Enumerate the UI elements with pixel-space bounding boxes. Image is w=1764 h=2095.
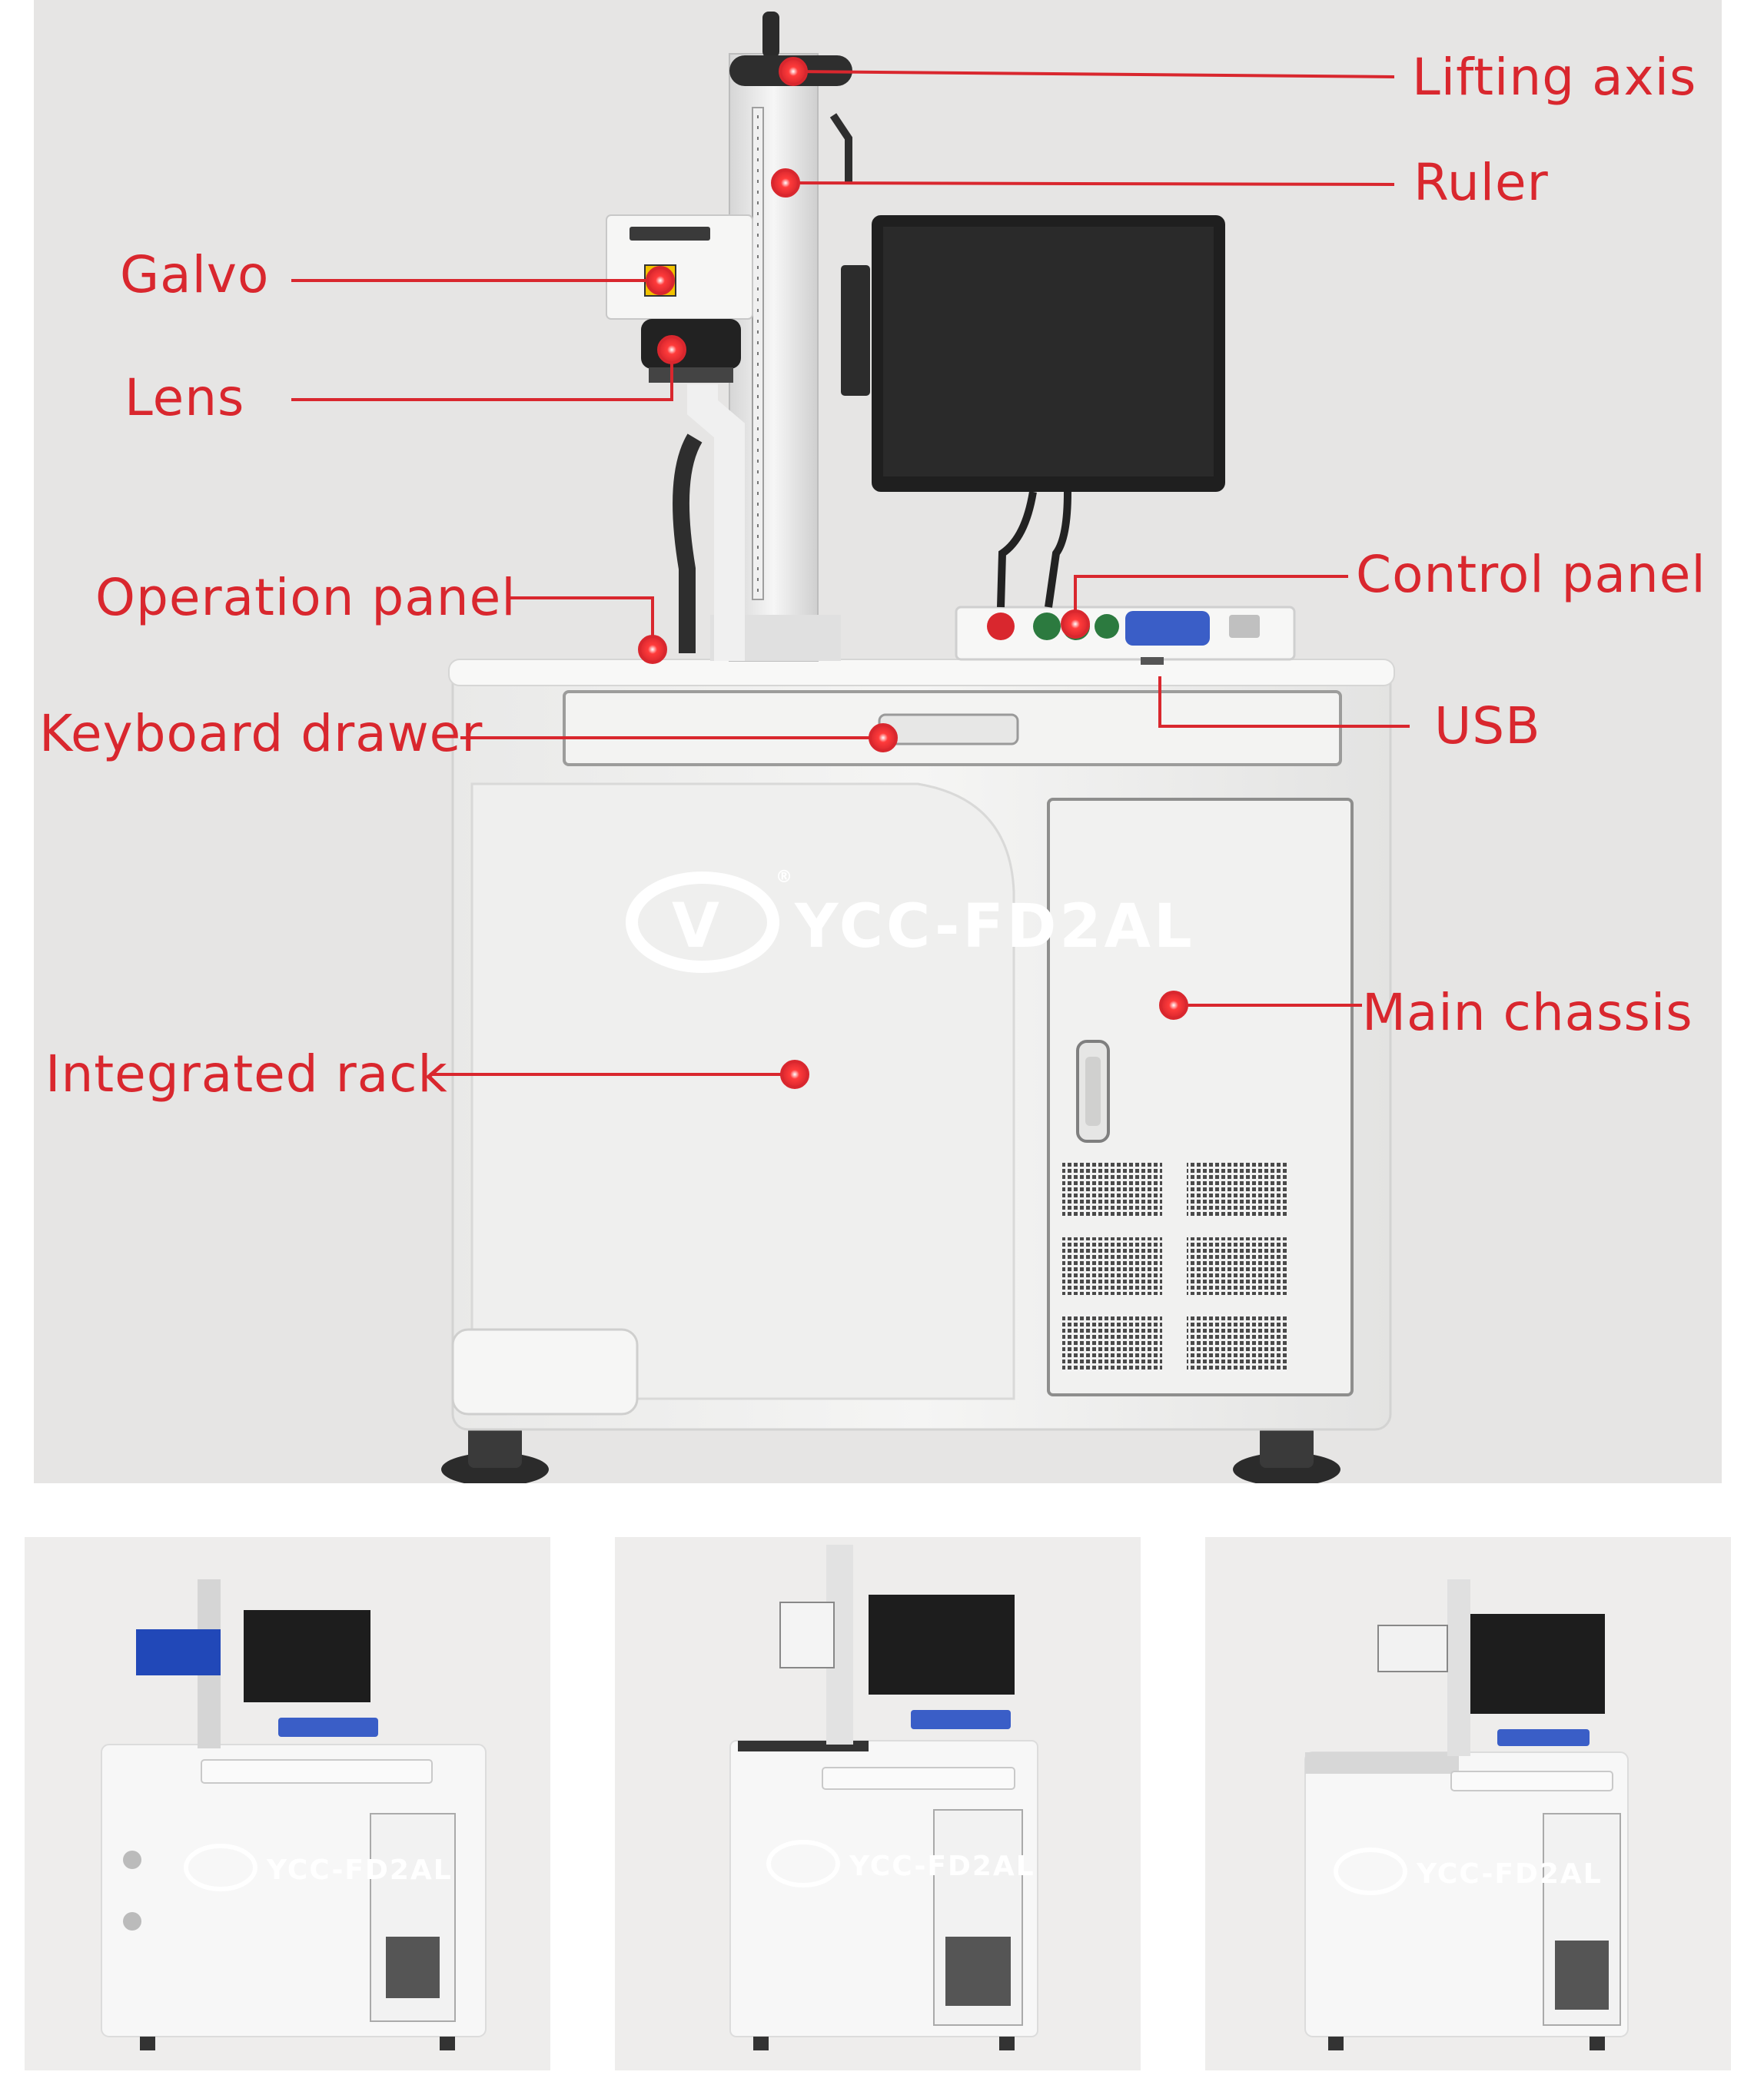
label-control-panel: Control panel <box>1356 545 1706 604</box>
marker-dot <box>657 335 686 364</box>
label-main-chassis: Main chassis <box>1362 983 1693 1042</box>
leader-lens <box>291 350 673 401</box>
leader-operation-panel <box>507 596 654 649</box>
label-galvo: Galvo <box>120 245 270 304</box>
variant-thumbnail-3: YCC-FD2AL <box>1205 1537 1731 2070</box>
machine-variant-illustration: YCC-FD2AL <box>1304 1579 1629 2050</box>
label-lifting-axis: Lifting axis <box>1412 48 1697 107</box>
marker-dot <box>646 266 675 295</box>
label-ruler: Ruler <box>1414 153 1549 212</box>
machine-variant-illustration: YCC-FD2AL <box>101 1579 487 2050</box>
registered-mark: ® <box>776 868 792 887</box>
marker-dot <box>1061 609 1090 639</box>
brand-logo-text: YCC-FD2AL <box>1416 1858 1603 1890</box>
leader-ruler <box>785 181 1395 186</box>
laser-marking-machine-illustration: V ® YCC-FD2AL <box>291 12 1410 1483</box>
label-keyboard-drawer: Keyboard drawer <box>39 704 483 763</box>
leader-lines <box>291 70 1410 1076</box>
variant-thumbnail-2: YCC-FD2AL <box>615 1537 1141 2070</box>
leader-lifting-axis <box>792 70 1395 78</box>
variant-thumbnail-1: YCC-FD2AL <box>25 1537 550 2070</box>
label-lens: Lens <box>125 368 245 427</box>
svg-text:V: V <box>672 890 719 961</box>
marker-dot <box>780 1060 809 1089</box>
marker-dot <box>638 635 667 664</box>
brand-logo: V ® YCC-FD2AL <box>626 868 1195 973</box>
marker-dot <box>779 57 808 86</box>
marker-dot <box>1159 991 1188 1020</box>
brand-logo-text: YCC-FD2AL <box>266 1854 453 1886</box>
marker-dots <box>638 57 1188 1089</box>
leader-usb <box>1158 676 1410 728</box>
label-integrated-rack: Integrated rack <box>45 1044 448 1104</box>
label-operation-panel: Operation panel <box>95 568 517 627</box>
brand-logo-text: YCC-FD2AL <box>849 1851 1035 1882</box>
brand-logo-text: YCC-FD2AL <box>794 892 1195 961</box>
leader-control-panel <box>1074 575 1348 624</box>
marker-dot <box>771 168 800 198</box>
control-panel-box <box>955 606 1296 665</box>
machine-feet <box>441 1426 1340 1483</box>
marker-dot <box>869 723 898 752</box>
machine-variant-illustration: YCC-FD2AL <box>729 1545 1038 2050</box>
cabinet-body <box>448 659 1395 1431</box>
label-usb: USB <box>1434 696 1541 755</box>
main-diagram-panel: V ® YCC-FD2AL Lifting axis Ruler Galvo L… <box>34 0 1722 1483</box>
monitor <box>841 215 1225 608</box>
